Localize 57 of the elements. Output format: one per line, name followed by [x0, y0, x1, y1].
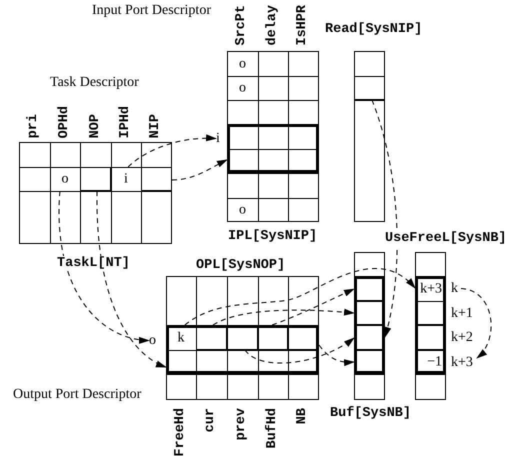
section-heading: Task Descriptor — [50, 75, 139, 91]
dashed-arrow — [318, 344, 355, 366]
table-caption: TaskL[NT] — [57, 256, 130, 271]
dashed-arrow — [272, 288, 355, 326]
table-caption: UseFreeL[SysNB] — [385, 231, 507, 246]
column-header: BufHd — [266, 408, 280, 449]
cell-value: o — [239, 80, 246, 96]
table-caption: IPL[SysNIP] — [228, 229, 318, 244]
column-header: SrcPt — [235, 5, 249, 46]
index-label: i — [216, 131, 224, 146]
table-caption: Buf[SysNB] — [330, 406, 412, 421]
dashed-arrow — [212, 308, 355, 326]
column-header: NOP — [89, 114, 103, 138]
index-label: k — [451, 281, 461, 296]
table-cell — [354, 325, 385, 350]
table-caption: OPL[SysNOP] — [196, 258, 286, 273]
column-header: IPHd — [119, 106, 133, 138]
dashed-arrow — [172, 159, 228, 180]
column-header: NB — [296, 408, 310, 424]
cell-value: k+3 — [420, 281, 443, 296]
index-label: o — [149, 333, 158, 348]
column-header: delay — [266, 5, 280, 46]
table-cell — [258, 325, 288, 350]
dashed-arrow — [460, 288, 492, 359]
column-header: prev — [235, 408, 249, 440]
table-caption: Read[SysNIP] — [325, 22, 422, 37]
section-heading: Output Port Descriptor — [13, 387, 142, 403]
column-header: NIP — [149, 114, 163, 138]
index-label: k+1 — [451, 306, 477, 321]
table-cell — [196, 325, 227, 350]
dashed-arrow — [184, 268, 416, 326]
dashed-arrow — [244, 337, 355, 364]
table-cell — [227, 325, 258, 350]
table-cell — [354, 301, 385, 325]
index-label: k+3 — [451, 355, 477, 370]
column-header: OPHd — [58, 106, 72, 138]
cell-value: o — [239, 56, 246, 71]
cell-value: o — [239, 202, 246, 218]
highlight-frame — [166, 325, 319, 374]
dashed-arrow — [128, 134, 217, 168]
highlight-frame — [415, 276, 446, 374]
cell-value: o — [62, 172, 68, 186]
table-cell — [80, 167, 111, 191]
cell-value: −1 — [427, 354, 443, 370]
dashed-arrow — [371, 100, 398, 338]
column-header: IsHPR — [296, 5, 310, 46]
cell-value: i — [124, 172, 128, 186]
column-header: pri — [27, 114, 41, 138]
highlight-frame — [354, 276, 385, 374]
section-heading: Input Port Descriptor — [92, 3, 211, 19]
highlight-frame — [227, 124, 319, 173]
column-header: cur — [204, 408, 218, 432]
dashed-arrow — [96, 190, 167, 368]
dashed-arrow — [58, 190, 150, 344]
column-header: FreeHd — [174, 408, 188, 457]
cell-value: k — [178, 330, 184, 345]
index-label: k+2 — [451, 330, 477, 345]
